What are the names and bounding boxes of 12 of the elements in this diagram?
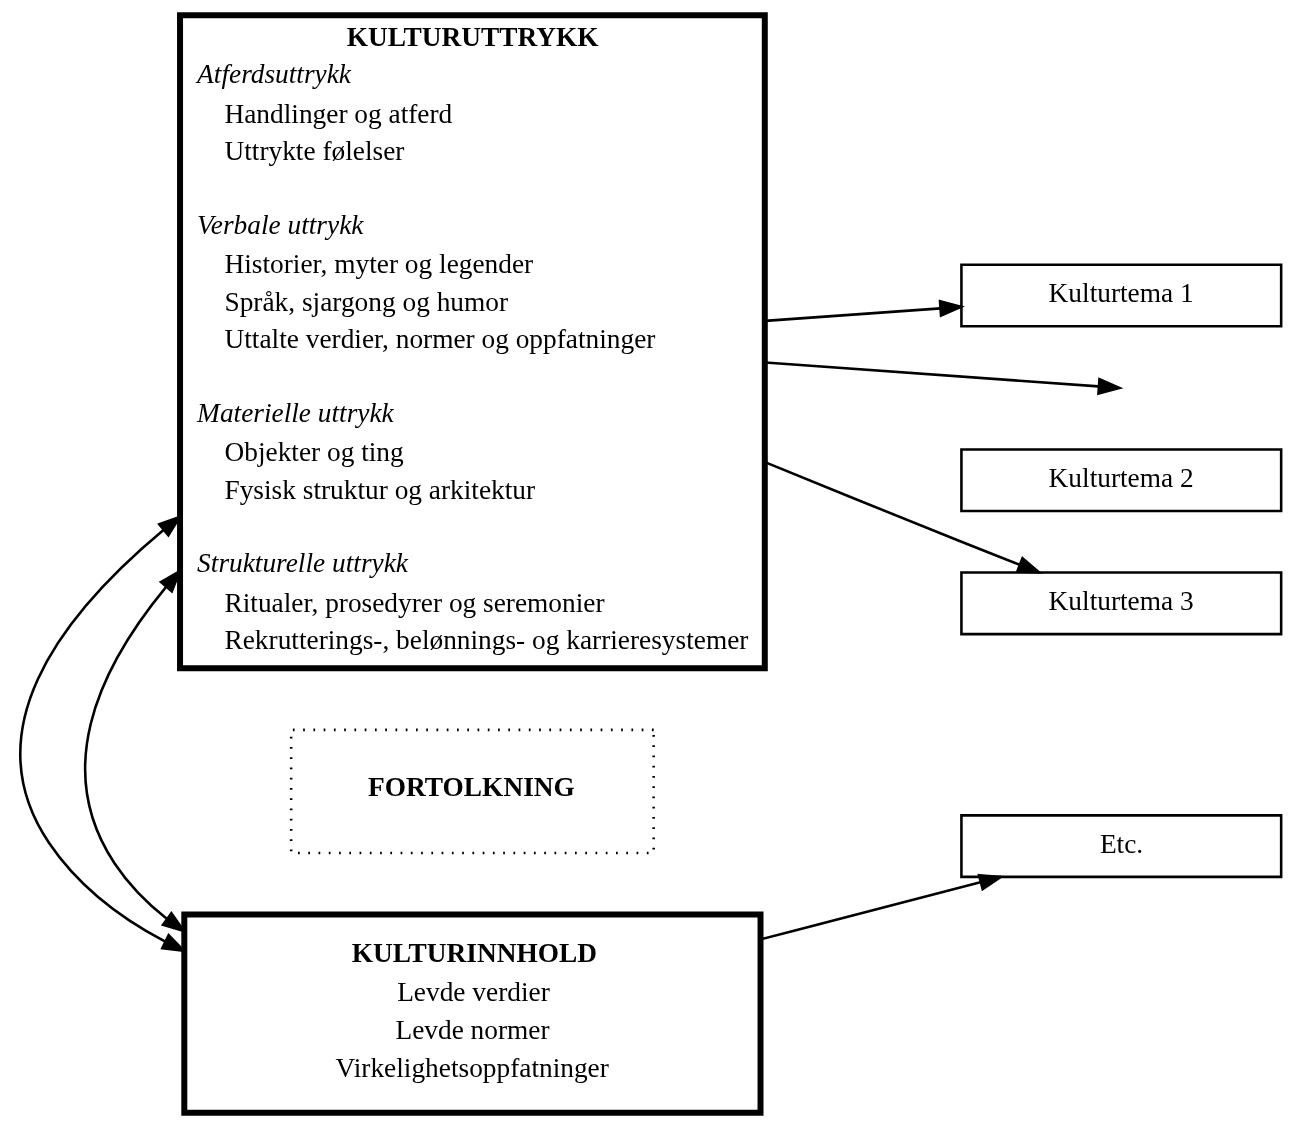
node-box: Etc. [960, 814, 1283, 879]
arrow [760, 873, 1005, 941]
node-box: FORTOLKNING [289, 728, 655, 855]
arrow [764, 460, 1043, 574]
node-box: Kulturtema 2 [960, 448, 1283, 513]
node-box: Kulturtema 3 [960, 571, 1283, 636]
node-box: Kulturtema 1 [960, 263, 1283, 328]
arrow [765, 299, 965, 323]
arrow [765, 361, 1124, 396]
node-box: KULTURINNHOLD Levde verdier Levde normer Virkelighetsoppfatninger [181, 911, 764, 1116]
node-box: KULTURUTTRYKK Atferdsuttrykk Handlinger og atferd Uttrykte følelser Verbale uttrykk Historier, myter og legender Språk, sjargong og humor Uttalte verdier, normer og oppfatninger Materielle uttrykk Objekter og ting Fysisk struktur og arkitektur Strukturelle uttrykk Ritualer, prosedyrer og seremonier Rekrutterings-, belønnings- og karrieresystemer [177, 12, 768, 672]
arrow [19, 514, 188, 953]
